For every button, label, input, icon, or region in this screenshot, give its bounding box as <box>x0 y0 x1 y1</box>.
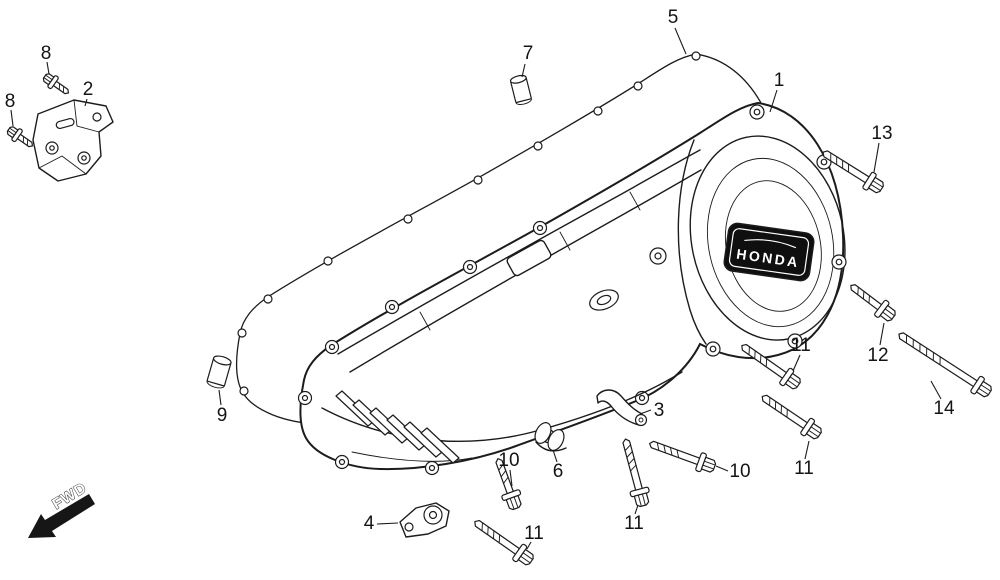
bracket-2 <box>32 99 114 182</box>
callout-11-upper-right: 11 <box>791 335 811 356</box>
callout-11-lower-right: 11 <box>794 458 814 479</box>
dowel-pin-7 <box>509 74 532 105</box>
dowel-pin-9 <box>206 355 232 389</box>
crankcase-cover-1: HONDA <box>297 102 847 476</box>
callout-14: 14 <box>933 398 955 419</box>
clamp-4 <box>399 502 450 538</box>
cover-vent-slats <box>335 390 460 464</box>
callout-11-center: 11 <box>624 513 644 534</box>
callout-10-right: 10 <box>729 461 750 482</box>
callout-13: 13 <box>871 123 892 144</box>
callout-2: 2 <box>83 79 94 100</box>
callout-12: 12 <box>867 345 888 366</box>
callout-9: 9 <box>217 405 228 426</box>
callout-6: 6 <box>553 461 564 482</box>
clamp-6 <box>534 422 567 452</box>
brand-badge: HONDA <box>723 222 815 282</box>
cover-oval-opening <box>589 289 619 311</box>
callout-3: 3 <box>654 400 665 421</box>
callout-10-left: 10 <box>498 450 519 471</box>
callout-7: 7 <box>523 43 534 64</box>
cover-surface-lines <box>321 149 702 462</box>
callout-11-bottom: 11 <box>524 523 544 544</box>
fwd-arrow-icon <box>28 494 95 538</box>
callout-5: 5 <box>668 7 679 28</box>
gasket-5 <box>238 51 781 422</box>
cable-guide-3 <box>596 389 648 427</box>
cover-seam-line <box>677 139 707 345</box>
cover-round-face <box>689 135 846 341</box>
cover-boss-hole <box>654 252 662 260</box>
callout-8-top: 8 <box>41 43 52 64</box>
callout-4: 4 <box>364 513 375 534</box>
callout-8-left: 8 <box>5 91 16 112</box>
callout-1: 1 <box>774 70 785 91</box>
callout-labels: 8 2 8 7 5 1 13 12 14 11 11 9 3 6 10 10 1… <box>5 7 955 544</box>
leader-lines <box>10 27 942 550</box>
